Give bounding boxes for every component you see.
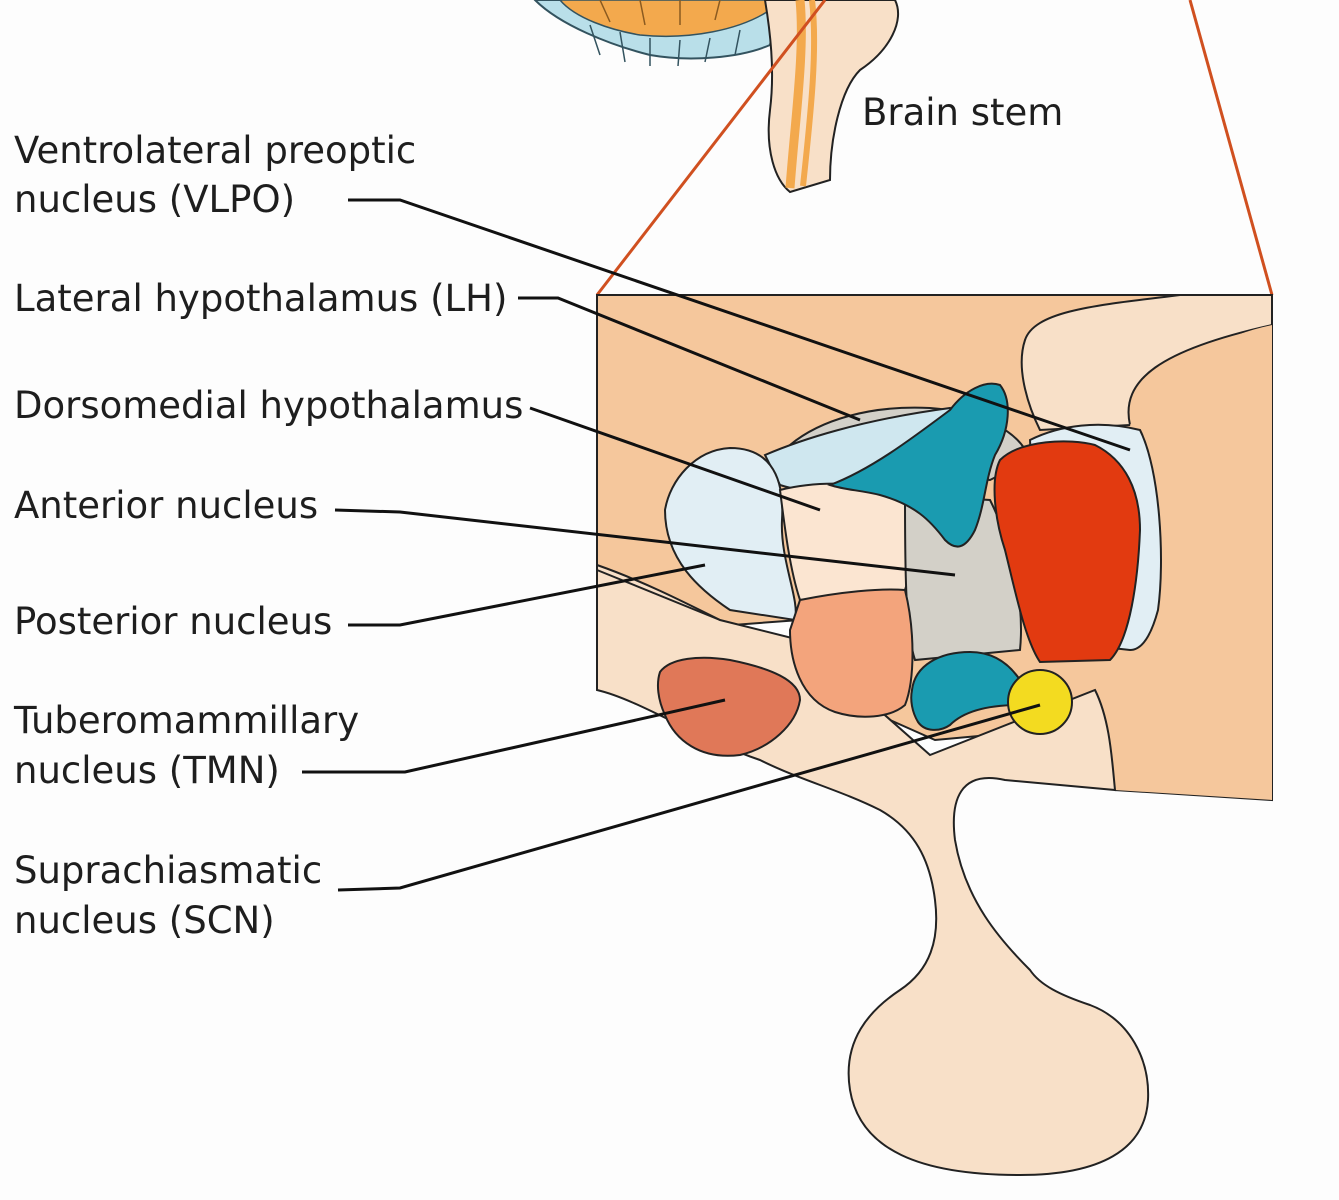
label-vlpo-line2: nucleus (VLPO) [14,178,295,221]
posterior-lower-region [788,588,914,718]
label-scn-line1: Suprachiasmatic [14,849,322,892]
leader-line-scn [337,703,1041,892]
lh-lower-hook [910,650,1021,731]
brain-stem [763,0,900,194]
leader-lines [302,198,1131,892]
leader-line-dmh [529,406,821,512]
label-tmn-line1: Tuberomammillary [13,699,359,742]
leader-line-tmn [302,698,726,774]
label-tmn-line2: nucleus (TMN) [14,749,280,792]
zoom-line-right [1188,0,1274,296]
label-brain-stem: Brain stem [862,91,1063,134]
label-posterior-nucleus: Posterior nucleus [14,600,332,643]
dorsomedial-hypothalamus-shape [778,482,914,602]
leader-line-lh [518,296,861,422]
zoom-line-left [595,0,827,296]
label-anterior-nucleus: Anterior nucleus [14,484,318,527]
vlpo-nucleus [993,440,1142,664]
leader-line-vlpo [348,198,1131,452]
label-dorsomedial-hypothalamus: Dorsomedial hypothalamus [14,384,523,427]
cerebellum [533,0,782,67]
leader-line-anterior [334,508,956,577]
label-vlpo-line1: Ventrolateral preoptic [14,129,416,172]
label-lateral-hypothalamus: Lateral hypothalamus (LH) [14,277,507,320]
lateral-hypothalamus-nucleus [827,382,1009,548]
leader-line-posterior [348,563,706,627]
suprachiasmatic-nucleus-shape [1007,669,1073,735]
label-scn-line2: nucleus (SCN) [14,899,275,942]
